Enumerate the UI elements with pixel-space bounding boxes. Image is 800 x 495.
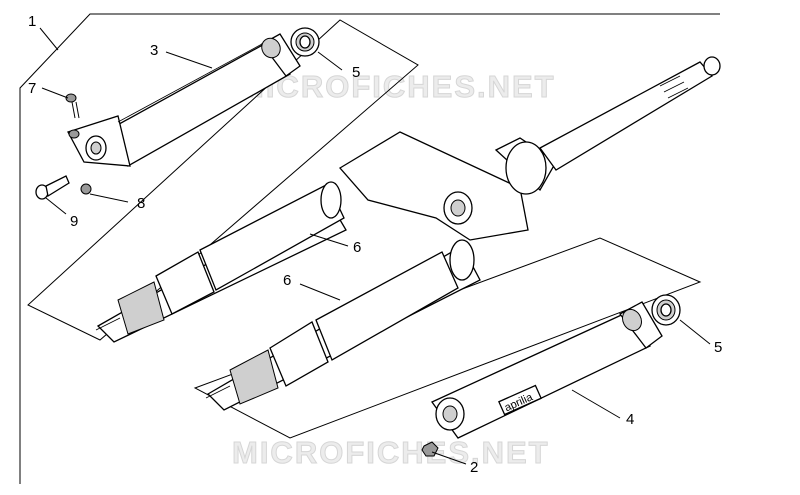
part-5-seal-ring-lower	[651, 294, 681, 326]
callout-5-lower: 5	[714, 339, 722, 356]
callout-1: 1	[28, 13, 36, 30]
callout-labels: 1 3 5 7 8 9 6 6 5 4 2	[28, 13, 722, 476]
callout-9: 9	[70, 213, 78, 230]
watermark-bottom: MICROFICHES.NET	[232, 435, 550, 470]
part-5-seal-ring-top	[290, 27, 320, 57]
part-6-stanchion-upper	[95, 181, 347, 343]
assembly-outline	[19, 13, 720, 484]
brand-plate	[498, 384, 542, 416]
part-3-fork-slider	[67, 33, 301, 167]
part-8-nut	[80, 183, 92, 195]
callout-6-upper: 6	[353, 239, 361, 256]
callout-8: 8	[137, 195, 145, 212]
upper-assembly-plane	[27, 19, 419, 341]
part-6-stanchion-lower	[205, 239, 481, 411]
callout-5-top: 5	[352, 64, 360, 81]
fork-crown-steering-stem	[338, 56, 721, 241]
part-9-bolt	[35, 175, 70, 200]
leader-lines	[41, 51, 711, 465]
callout-3: 3	[150, 42, 158, 59]
callout-2: 2	[470, 459, 478, 476]
callout-7: 7	[28, 80, 36, 97]
part-7-bolt	[65, 93, 80, 119]
callout-4: 4	[626, 411, 634, 428]
callout-6-lower: 6	[283, 272, 291, 289]
part-4-fork-slider: aprilia	[431, 301, 663, 439]
